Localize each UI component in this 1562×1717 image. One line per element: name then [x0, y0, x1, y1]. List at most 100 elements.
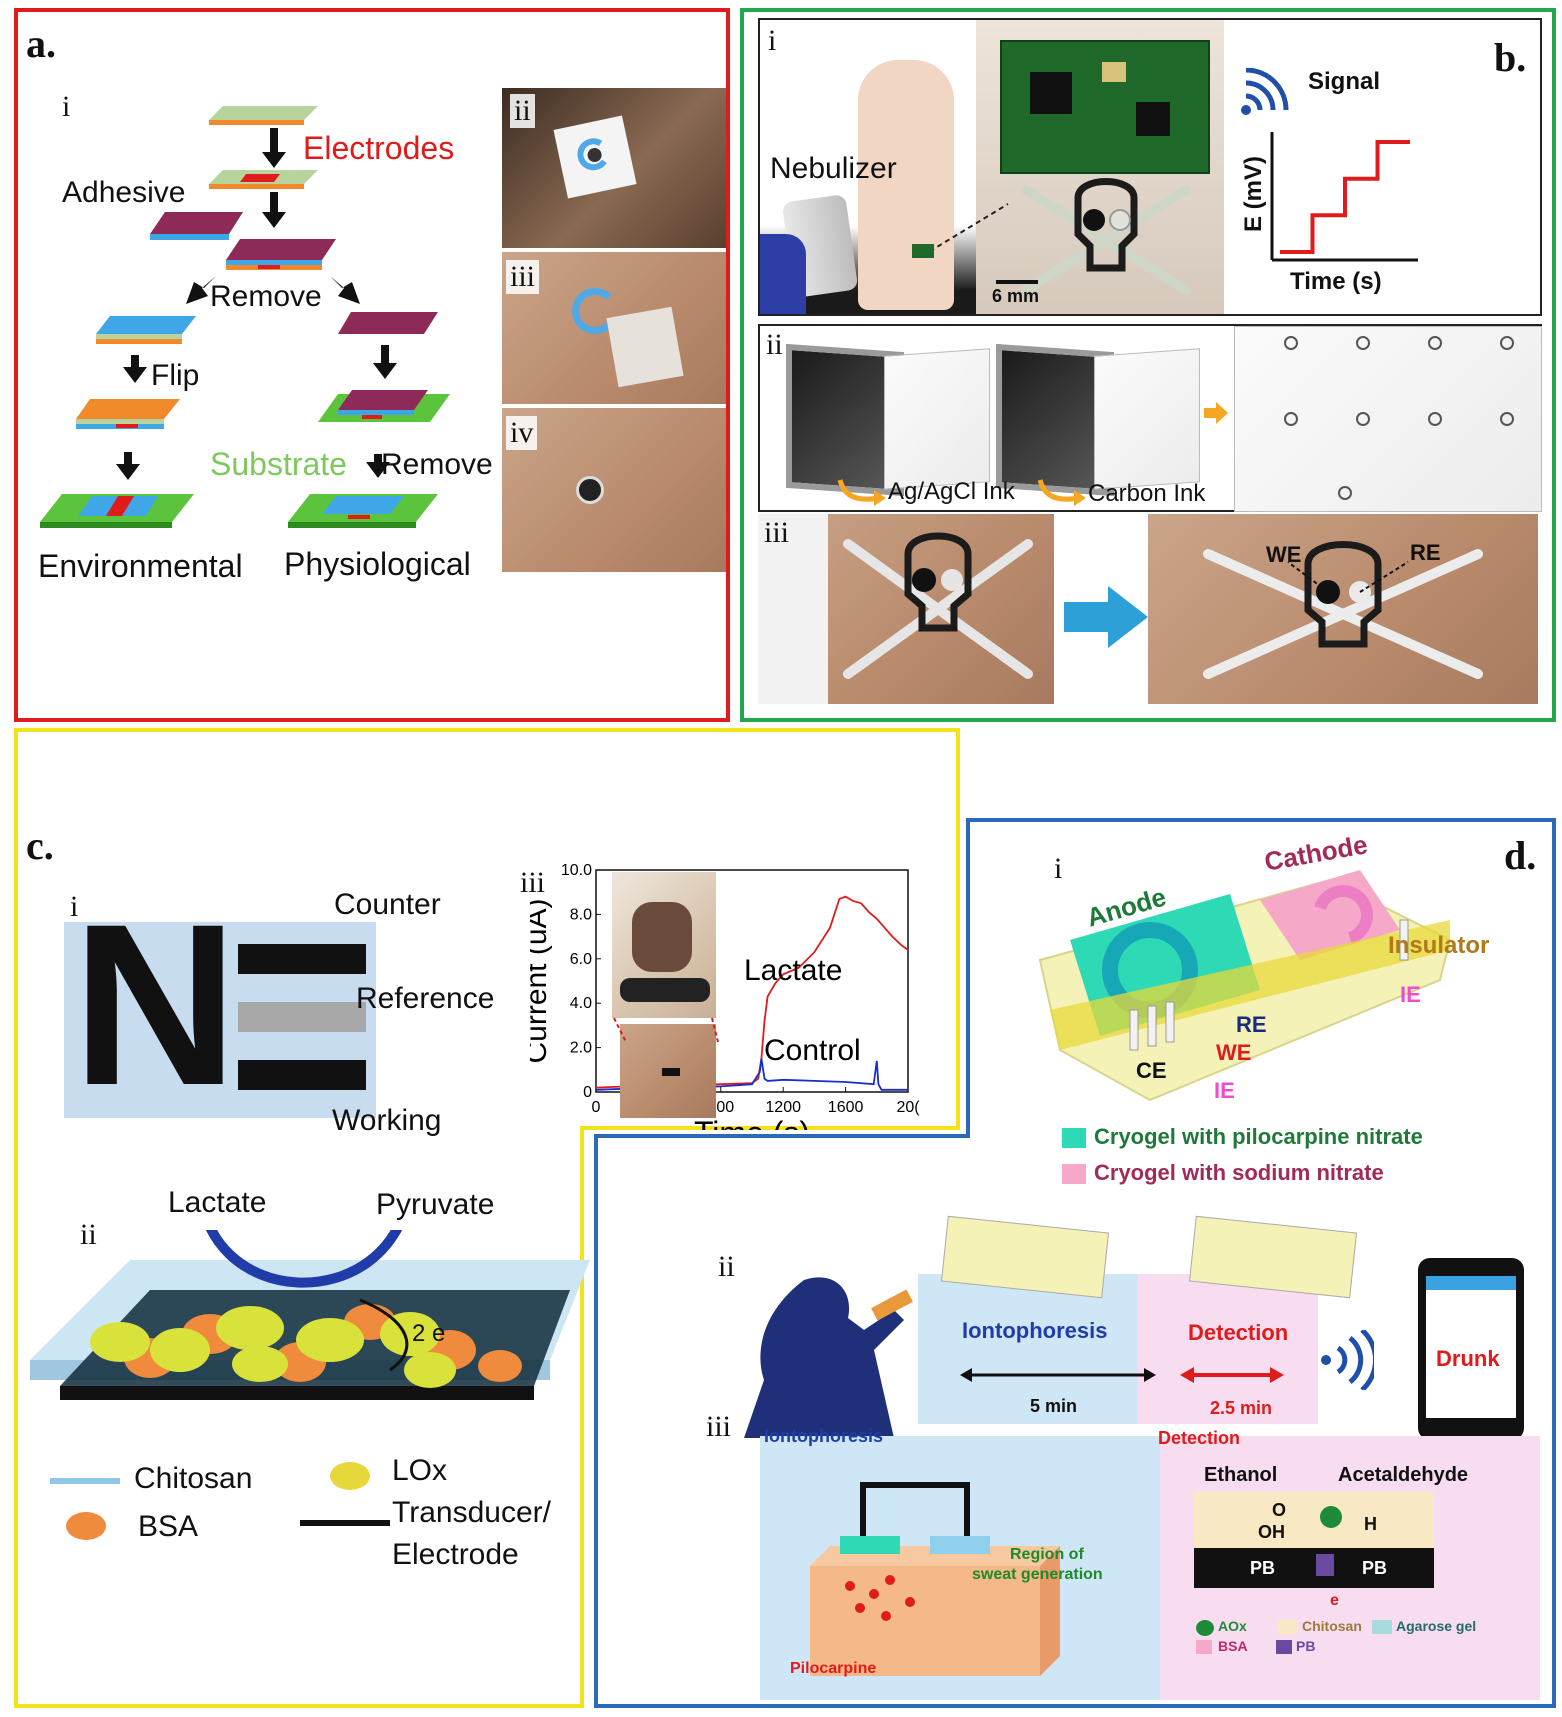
- panel-a-label: a.: [26, 21, 56, 66]
- signal-chart: [1270, 132, 1418, 262]
- tattoo-grid: [1284, 336, 1514, 500]
- panel-c-outline: [14, 728, 960, 732]
- panel-b-label: b.: [1494, 35, 1527, 80]
- panel-a-i: i: [62, 90, 71, 123]
- signal-ylabel: E (mV): [1240, 155, 1268, 233]
- legend-aox-swatch: [1196, 1620, 1214, 1636]
- left-stack: [96, 316, 196, 344]
- signal-xlabel: Time (s): [1290, 268, 1382, 295]
- panel-b-i-box: Nebulizer 6 mm S: [758, 18, 1542, 316]
- hand-shape: [858, 60, 954, 310]
- legend-aox: AOx: [1218, 1618, 1247, 1634]
- iontophoretic-device: [1038, 870, 1452, 1102]
- label-sweat: sweat generation: [972, 1566, 1103, 1583]
- legend-pilo-swatch: [1062, 1128, 1086, 1148]
- panel-d-outline-left-upper: [966, 818, 970, 1136]
- environmental-device: [40, 494, 194, 528]
- label-o2: O: [1272, 1500, 1287, 1520]
- legend-lox: LOx: [392, 1454, 448, 1487]
- legend-chitosan-swatch: [50, 1478, 120, 1484]
- label-five-min: 5 min: [1030, 1396, 1078, 1416]
- x-axis-label: Time (s): [694, 1115, 810, 1130]
- panel-d-iii: iii: [706, 1410, 732, 1443]
- panel-a-ii: ii: [510, 94, 535, 128]
- label-physiological: Physiological: [284, 546, 471, 582]
- legend-transducer-swatch: [300, 1520, 390, 1526]
- aox-molecule: [1320, 1506, 1342, 1528]
- label-two-min: 2.5 min: [1210, 1398, 1273, 1418]
- adhesive-layer: [150, 212, 243, 240]
- label-pyruvate: Pyruvate: [376, 1188, 495, 1221]
- counter-electrode: [238, 944, 366, 974]
- legend-pb-swatch: [1276, 1640, 1292, 1654]
- panel-d-i: i: [1054, 852, 1063, 885]
- drinking-silhouette-icon: [744, 1277, 913, 1438]
- panel-b-ii: ii: [766, 328, 783, 361]
- legend-sodium-swatch: [1062, 1164, 1086, 1184]
- working-electrode: [238, 1060, 366, 1090]
- zoom-dash-line: [921, 203, 1009, 257]
- label-re-d: RE: [1236, 1012, 1267, 1037]
- label-environmental: Environmental: [38, 548, 243, 584]
- panel-b-iii: iii: [764, 516, 790, 549]
- label-scale: 6 mm: [992, 286, 1040, 306]
- photo-tattoo-applied: [758, 514, 1054, 704]
- label-ag-ink: Ag/AgCl Ink: [888, 478, 1015, 505]
- label-remove-1: Remove: [210, 280, 322, 313]
- y-tick-label: 0: [583, 1084, 592, 1101]
- wifi-icon-d: [1321, 1330, 1374, 1390]
- label-iontophoresis: Iontophoresis: [962, 1318, 1108, 1343]
- right-substrate: [318, 390, 450, 422]
- label-carbon-ink: Carbon Ink: [1088, 480, 1206, 507]
- label-flip: Flip: [151, 359, 200, 392]
- physiological-device: [288, 494, 438, 528]
- panel-a-iii: iii: [506, 260, 540, 294]
- label-region: Region of: [1010, 1546, 1084, 1563]
- big-letter-n: N: [72, 876, 239, 1133]
- panel-d-label: d.: [1504, 833, 1537, 878]
- panel-c-ii: ii: [80, 1218, 97, 1251]
- label-adhesive: Adhesive: [62, 176, 186, 209]
- curved-arrow-1: [837, 479, 886, 506]
- panel-d-outline-mid: [594, 1134, 970, 1138]
- label-signal: Signal: [1308, 68, 1381, 95]
- enzyme-layer-diagram: [30, 1230, 590, 1400]
- left-flipped: [76, 399, 180, 429]
- y-tick-label: 2.0: [570, 1040, 592, 1057]
- panel-d-outline-right: [1552, 818, 1556, 1708]
- patch-tattoo: [553, 115, 637, 199]
- label-lactate-c: Lactate: [168, 1186, 267, 1219]
- scale-bar: [996, 280, 1038, 284]
- label-electrodes: Electrodes: [303, 130, 455, 166]
- legend-sodium: Cryogel with sodium nitrate: [1094, 1160, 1384, 1185]
- pb-molecule: [1316, 1554, 1334, 1576]
- x-tick-label: 20(: [896, 1099, 920, 1116]
- photo-patch-finger: [502, 408, 726, 572]
- label-working: Working: [332, 1104, 442, 1137]
- label-counter: Counter: [334, 888, 441, 921]
- panel-b-ii-box: ii Ag/AgCl Ink Carbon Ink: [758, 324, 1542, 512]
- current-chart: 04008001200160020(02.04.06.08.010.0Time …: [530, 862, 920, 1130]
- reference-electrode: [238, 1002, 366, 1032]
- x-tick-label: 1200: [765, 1099, 801, 1116]
- iontophoresis-band: [918, 1274, 1138, 1424]
- panel-a-schematic: [40, 106, 450, 528]
- panel-c-label: c.: [26, 823, 54, 868]
- signal-series-line: [1280, 140, 1410, 254]
- series-label-lactate: Lactate: [744, 954, 842, 987]
- legend-transducer: Transducer/: [392, 1496, 551, 1529]
- panel-c-iii: iii: [520, 866, 546, 899]
- label-acetaldehyde: Acetaldehyde: [1338, 1464, 1469, 1486]
- legend-lox-swatch: [330, 1462, 370, 1490]
- zoom-lines: [613, 1017, 719, 1043]
- label-iontophoresis-2: Iontophoresis: [764, 1426, 884, 1446]
- wrist-patch-photo: 6 mm: [976, 20, 1224, 314]
- right-adhesive: [338, 312, 438, 334]
- right-arrow-icon: [1064, 586, 1148, 648]
- detection-band: [1138, 1274, 1318, 1424]
- wrist-mini-patch: [912, 244, 934, 258]
- series-line-lactate: [595, 895, 909, 1089]
- label-we-d: WE: [1216, 1040, 1252, 1065]
- photo-arm-tattoo: [620, 1024, 716, 1118]
- legend-bsa-d-swatch: [1196, 1640, 1212, 1654]
